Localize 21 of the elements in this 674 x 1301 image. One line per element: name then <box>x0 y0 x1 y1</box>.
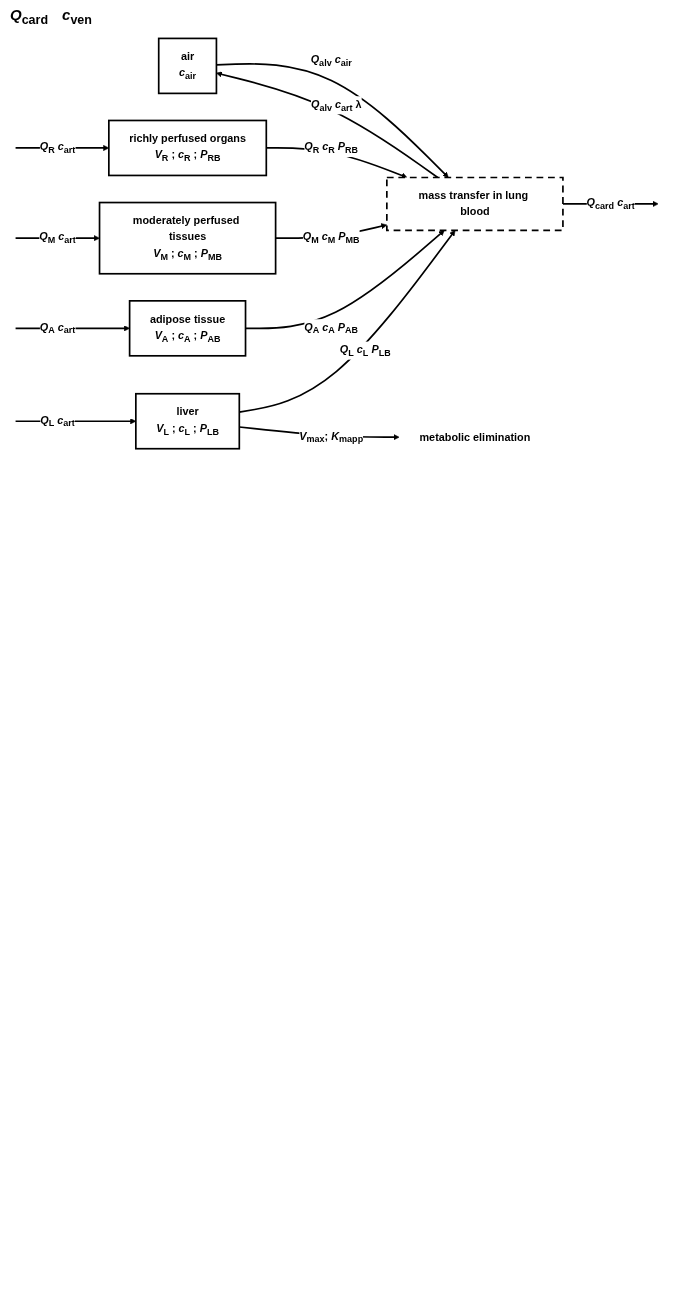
edge-label: Q$_{M}$ c$_{M}$ P$_{MB}$ <box>302 230 360 246</box>
edge-label: V$_{max}$; K$_{mapp}$ <box>299 430 364 445</box>
node-box: adipose tissue V$_{A}$ ; c$_{A}$ ; P$_{AB}$ <box>128 300 247 357</box>
edge-label: Q$_{A}$ c$_{art}$ <box>39 321 76 336</box>
edge-label: Q$_{L}$ c$_{art}$ <box>40 414 75 429</box>
edge-label: Q$_{card}$ c$_{art}$ <box>586 196 635 212</box>
edge-label: Q$_{R}$ c$_{art}$ <box>39 140 76 156</box>
node-box: air c$_{air}$ <box>157 37 218 95</box>
node-box: liver V$_{L}$ ; c$_{L}$ ; P$_{LB}$ <box>135 392 241 450</box>
edge-label: Q$_{alv}$ c$_{art}$ λ <box>310 98 362 113</box>
node-text: metabolic elimination <box>419 431 531 443</box>
edge-label: Q$_{M}$ c$_{art}$ <box>39 230 76 246</box>
edge-label: Q$_{A}$ c$_{A}$ P$_{AB}$ <box>304 321 359 336</box>
flow-label: Q$_{card}$ <box>10 6 49 27</box>
edge-label: Q$_{alv}$ c$_{air}$ <box>310 53 352 68</box>
edge-label: Q$_{L}$ c$_{L}$ P$_{LB}$ <box>339 343 391 358</box>
edge-label: Q$_{R}$ c$_{R}$ P$_{RB}$ <box>304 140 359 156</box>
node-box: richly perfused organs V$_{R}$ ; c$_{R}$ ; P$_{RB}$ <box>108 119 268 177</box>
node-box: mass transfer in lung blood <box>386 176 564 232</box>
flow-label: c$_{ven}$ <box>62 6 92 27</box>
node-box: moderately perfused tissues V$_{M}$ ; c$_{M}$ ; P$_{MB}$ <box>98 201 277 275</box>
